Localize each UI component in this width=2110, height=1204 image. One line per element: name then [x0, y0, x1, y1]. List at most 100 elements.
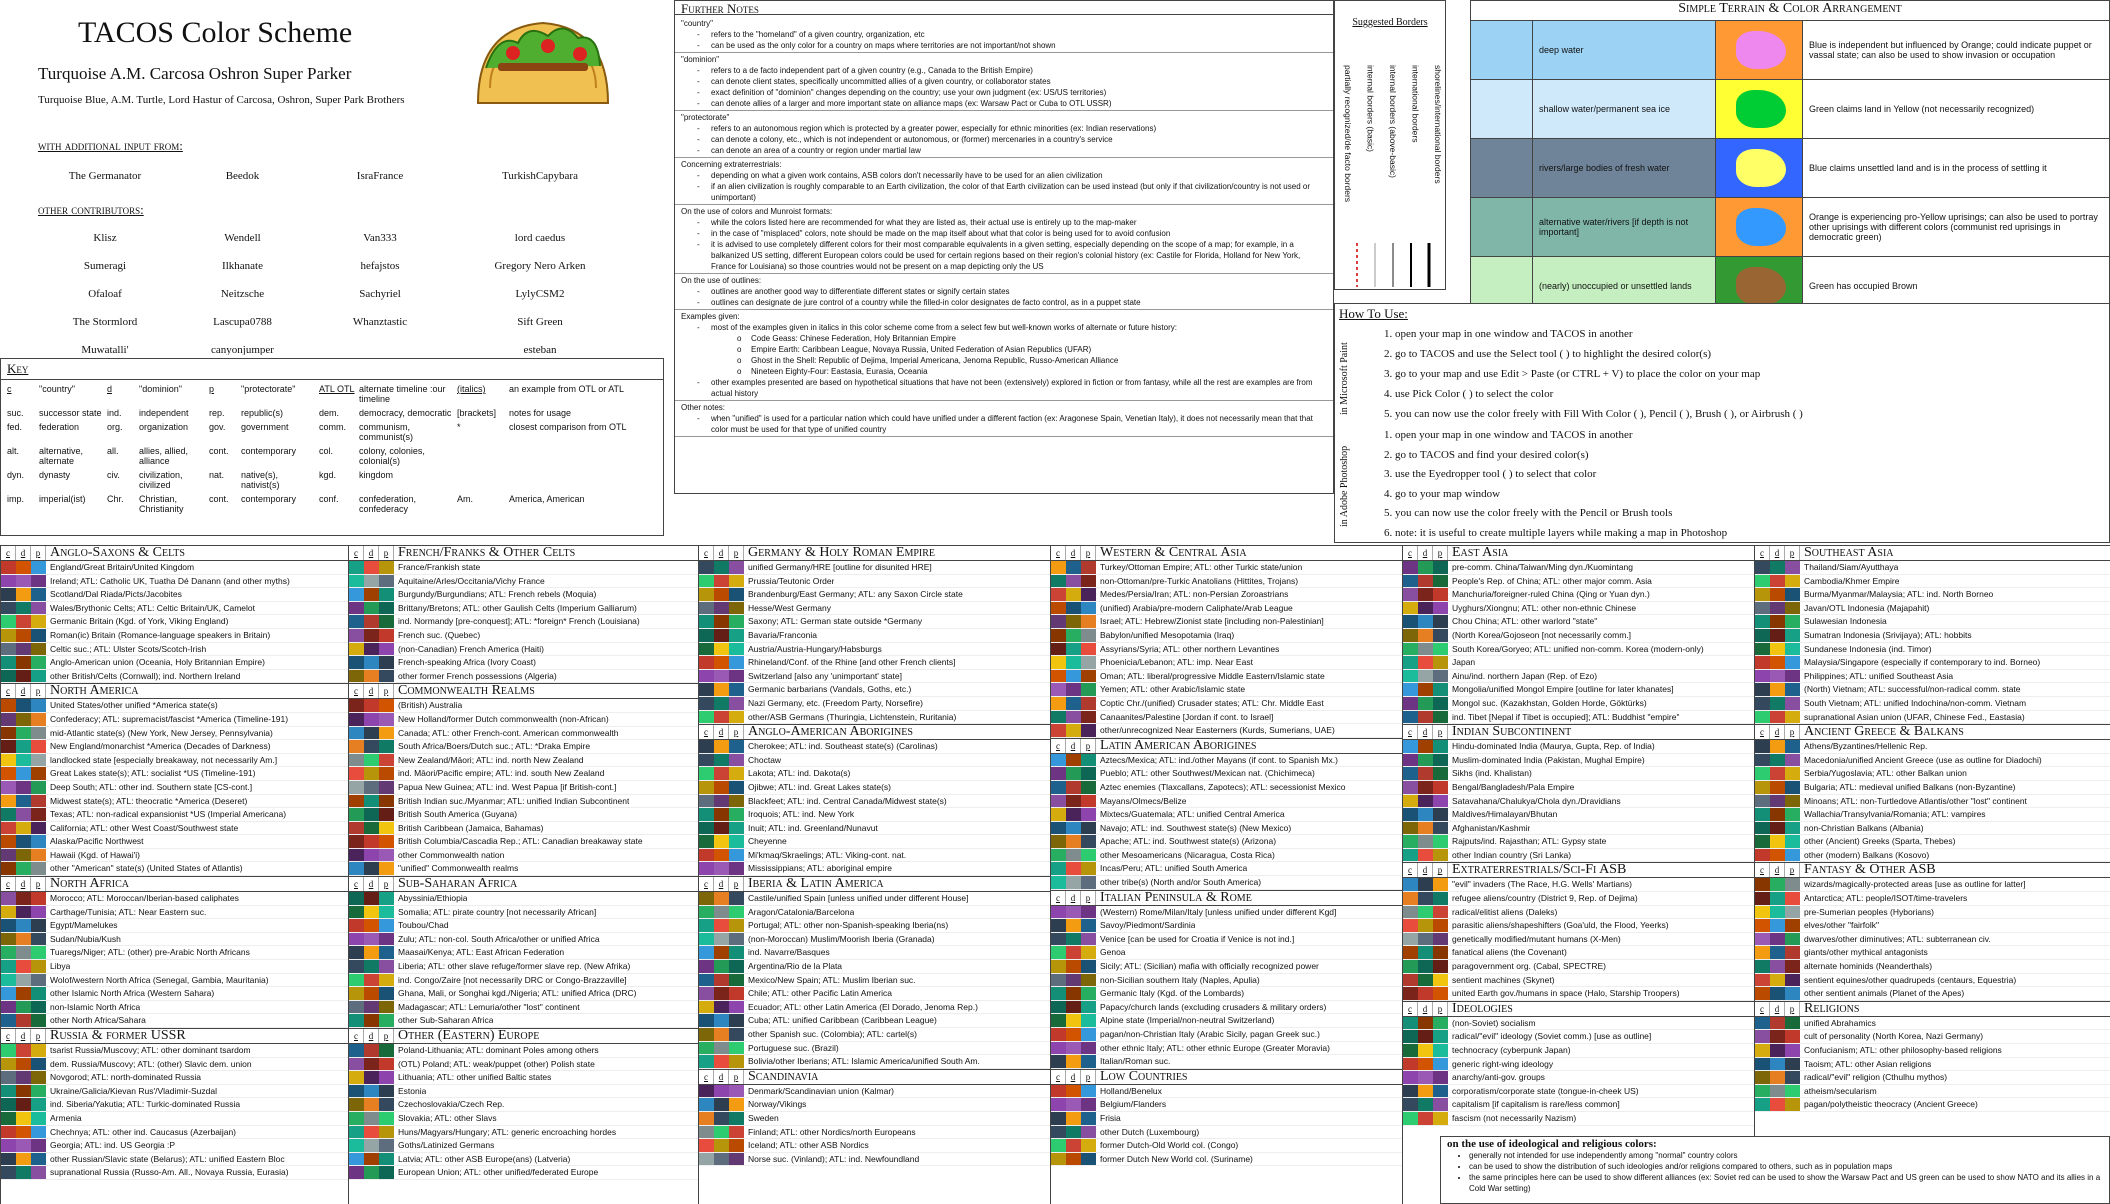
- color-swatch: [714, 848, 729, 862]
- color-swatch: [364, 892, 379, 905]
- section-title: Southeast Asia: [1804, 545, 1894, 560]
- color-row: Pueblo; ATL: other Southwest/Mexican nat…: [1051, 767, 1402, 781]
- color-swatch: [1, 574, 16, 588]
- color-swatch: [1755, 835, 1770, 848]
- taco-icon: [476, 21, 610, 104]
- color-swatch: [699, 780, 714, 794]
- color-row: other Dutch (Luxembourg): [1051, 1125, 1402, 1140]
- color-swatch: [1418, 574, 1433, 588]
- color-label: New Holland/former Dutch commonwealth (n…: [398, 713, 609, 724]
- color-swatch: [379, 1014, 394, 1027]
- color-swatch: [379, 561, 394, 574]
- border-label: internal borders (basic): [1365, 65, 1376, 152]
- color-swatch: [349, 628, 364, 642]
- color-swatch: [16, 601, 31, 615]
- color-swatch: [1066, 1055, 1081, 1068]
- color-swatch: [16, 1111, 31, 1125]
- color-swatch: [379, 669, 394, 683]
- color-swatch: [1081, 835, 1096, 848]
- color-swatch: [1433, 628, 1448, 642]
- color-swatch: [1418, 683, 1433, 696]
- color-swatch: [1066, 905, 1081, 919]
- key-meaning: federation: [39, 422, 80, 432]
- color-swatch: [1785, 932, 1800, 946]
- color-swatch: [31, 848, 46, 862]
- color-row: Yemen; ATL: other Arabic/Islamic state: [1051, 683, 1402, 697]
- color-swatch: [31, 960, 46, 973]
- color-swatch: [349, 780, 364, 794]
- color-swatch: [1433, 946, 1448, 960]
- color-label: corporatism/corporate state (tongue-in-c…: [1452, 1085, 1639, 1096]
- color-swatch: [1, 726, 16, 740]
- color-label: British South America (Guyana): [398, 809, 518, 820]
- color-swatch: [16, 1125, 31, 1139]
- color-swatch: [1770, 848, 1785, 862]
- color-swatch: [16, 848, 31, 862]
- color-swatch: [1770, 1071, 1785, 1084]
- abc-header: d: [364, 877, 379, 892]
- color-swatch: [31, 1111, 46, 1125]
- color-swatch: [699, 767, 714, 780]
- input-name: The Germanator: [68, 170, 142, 182]
- photoshop-step: you can now use the color freely with th…: [1395, 504, 1727, 524]
- color-swatch: [31, 946, 46, 960]
- color-row: elves/other "fairfolk": [1755, 919, 2110, 933]
- color-swatch: [699, 753, 714, 767]
- color-row: New Zealand/Māori; ATL: ind. north New Z…: [349, 753, 698, 768]
- color-row: Confederacy; ATL: supremacist/fascist *A…: [1, 712, 348, 727]
- color-row: Carthage/Tunisia; ATL: Near Eastern suc.: [1, 905, 348, 920]
- color-row: British Indian suc./Myanmar; ATL: unifie…: [349, 794, 698, 809]
- color-swatch: [1051, 1125, 1066, 1139]
- color-swatch: [1081, 1000, 1096, 1014]
- abc-header: d: [364, 1029, 379, 1043]
- color-label: Cambodia/Khmer Empire: [1804, 575, 1900, 586]
- color-swatch: [714, 1125, 729, 1139]
- color-label: European Union; ATL: other unified/feder…: [398, 1167, 599, 1178]
- abc-header: c: [1051, 738, 1066, 753]
- color-label: Maldives/Himalayan/Bhutan: [1452, 809, 1558, 820]
- color-row: Mongolia/unified Mongol Empire [outline …: [1403, 683, 1754, 697]
- notes-item: can denote allies of a larger and more i…: [697, 98, 1327, 109]
- color-swatch: [1785, 767, 1800, 780]
- color-label: Anglo-American union (Oceania, Holy Brit…: [50, 657, 265, 668]
- color-swatch: [31, 905, 46, 919]
- color-swatch: [379, 615, 394, 628]
- color-label: unified Germany/HRE [outline for disunit…: [748, 562, 932, 572]
- color-row: non-Christian Balkans (Albania): [1755, 821, 2110, 836]
- color-row: other Indian country (Sri Lanka): [1403, 848, 1754, 863]
- color-swatch: [1081, 628, 1096, 642]
- color-row: Aragon/Catalonia/Barcelona: [699, 905, 1050, 920]
- color-swatch: [364, 601, 379, 615]
- key-abbr: [brackets]: [457, 408, 497, 418]
- color-swatch: [16, 919, 31, 932]
- color-swatch: [1418, 601, 1433, 615]
- key-meaning: alternative, alternate: [39, 446, 84, 466]
- color-swatch: [1755, 1098, 1770, 1111]
- color-label: Ainu/ind. northern Japan (Rep. of Ezo): [1452, 670, 1598, 681]
- abc-header: p: [729, 546, 744, 560]
- abc-header: d: [714, 1069, 729, 1084]
- color-swatch: [1433, 1057, 1448, 1071]
- key-abbr: *: [457, 422, 461, 432]
- color-swatch: [379, 1125, 394, 1139]
- color-label: Bavaria/Franconia: [748, 629, 817, 640]
- color-swatch: [349, 932, 364, 946]
- color-swatch: [364, 1057, 379, 1071]
- border-label: internal borders (above-basic): [1388, 65, 1398, 178]
- key-meaning: contemporary: [241, 446, 297, 456]
- color-label: Papua New Guinea; ATL: ind. West Papua […: [398, 781, 617, 792]
- color-swatch: [1770, 808, 1785, 821]
- color-label: "evil" invaders (The Race, H.G. Wells' M…: [1452, 879, 1632, 890]
- color-swatch: [1770, 656, 1785, 669]
- color-row: Sweden: [699, 1111, 1050, 1126]
- key-abbr: dyn.: [7, 470, 25, 480]
- color-swatch: [31, 561, 46, 574]
- color-swatch: [1433, 987, 1448, 1000]
- color-swatch: [729, 574, 744, 588]
- color-swatch: [1066, 753, 1081, 767]
- color-swatch: [364, 1098, 379, 1111]
- color-swatch: [1, 669, 16, 683]
- key-abbr: dem.: [319, 408, 340, 418]
- color-row: (North Korea/Gojoseon [not necessarily c…: [1403, 628, 1754, 643]
